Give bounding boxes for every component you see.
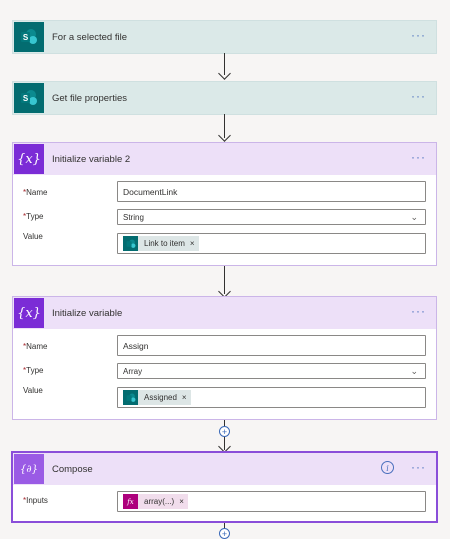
remove-token-icon[interactable]: ×: [189, 239, 195, 248]
type-row: *Type Array ⌄: [13, 357, 436, 381]
inputs-row: *Inputs fx array(...) ×: [13, 491, 436, 515]
dynamic-content-token[interactable]: Link to item ×: [123, 236, 199, 251]
step-get-file-properties[interactable]: S Get file properties ···: [12, 81, 437, 115]
more-options-button[interactable]: ···: [411, 304, 426, 318]
inputs-field[interactable]: fx array(...) ×: [117, 491, 426, 512]
value-label: Value: [23, 232, 43, 241]
step-header[interactable]: {∂} Compose i ···: [13, 453, 436, 485]
svg-text:S: S: [23, 94, 29, 103]
expression-fx-icon: fx: [123, 494, 138, 509]
variable-icon: {x}: [14, 144, 44, 174]
type-dropdown[interactable]: Array ⌄: [117, 363, 426, 379]
expression-token[interactable]: fx array(...) ×: [123, 494, 188, 509]
more-options-button[interactable]: ···: [411, 28, 426, 42]
more-options-button[interactable]: ···: [411, 150, 426, 164]
insert-step-button[interactable]: +: [219, 528, 230, 539]
step-title: Initialize variable 2: [52, 153, 131, 165]
step-title: Get file properties: [52, 92, 127, 104]
more-options-button[interactable]: ···: [411, 89, 426, 103]
step-compose[interactable]: {∂} Compose i ··· *Inputs fx array(...) …: [11, 451, 438, 523]
sharepoint-icon: S: [14, 22, 44, 52]
sharepoint-icon: [123, 390, 138, 405]
step-title: Initialize variable: [52, 307, 123, 319]
inputs-label: *Inputs: [23, 496, 48, 505]
chevron-down-icon: ⌄: [410, 212, 418, 222]
insert-step-button[interactable]: +: [219, 426, 230, 437]
step-initialize-variable-2[interactable]: {x} Initialize variable 2 ··· *Name Docu…: [12, 142, 437, 266]
type-dropdown[interactable]: String ⌄: [117, 209, 426, 225]
sharepoint-icon: S: [14, 83, 44, 113]
type-row: *Type String ⌄: [13, 203, 436, 227]
step-initialize-variable[interactable]: {x} Initialize variable ··· *Name Assign…: [12, 296, 437, 420]
step-for-a-selected-file[interactable]: S For a selected file ···: [12, 20, 437, 54]
compose-icon: {∂}: [14, 454, 44, 484]
name-row: *Name DocumentLink: [13, 179, 436, 203]
name-label: *Name: [23, 342, 48, 351]
step-header[interactable]: S For a selected file ···: [13, 21, 436, 53]
connector-arrow: [224, 53, 225, 75]
value-row: Value Link to item ×: [13, 227, 436, 254]
type-label: *Type: [23, 212, 44, 221]
remove-token-icon[interactable]: ×: [181, 393, 187, 402]
name-input[interactable]: Assign: [117, 335, 426, 356]
step-header[interactable]: {x} Initialize variable 2 ···: [13, 143, 436, 175]
arrow-down-icon: [218, 67, 231, 80]
more-options-button[interactable]: ···: [411, 460, 426, 474]
remove-token-icon[interactable]: ×: [179, 497, 184, 506]
svg-text:S: S: [23, 33, 29, 42]
name-label: *Name: [23, 188, 48, 197]
value-label: Value: [23, 386, 43, 395]
value-input[interactable]: Link to item ×: [117, 233, 426, 254]
arrow-down-icon: [218, 129, 231, 142]
value-row: Value Assigned ×: [13, 381, 436, 408]
connector-arrow: [224, 266, 225, 294]
connector-arrow: [224, 114, 225, 138]
step-title: For a selected file: [52, 31, 127, 43]
value-input[interactable]: Assigned ×: [117, 387, 426, 408]
step-header[interactable]: S Get file properties ···: [13, 82, 436, 114]
type-label: *Type: [23, 366, 44, 375]
variable-icon: {x}: [14, 298, 44, 328]
step-title: Compose: [52, 463, 93, 475]
dynamic-content-token[interactable]: Assigned ×: [123, 390, 191, 405]
chevron-down-icon: ⌄: [410, 366, 418, 376]
name-input[interactable]: DocumentLink: [117, 181, 426, 202]
step-header[interactable]: {x} Initialize variable ···: [13, 297, 436, 329]
info-icon[interactable]: i: [381, 461, 394, 474]
name-row: *Name Assign: [13, 333, 436, 357]
sharepoint-icon: [123, 236, 138, 251]
